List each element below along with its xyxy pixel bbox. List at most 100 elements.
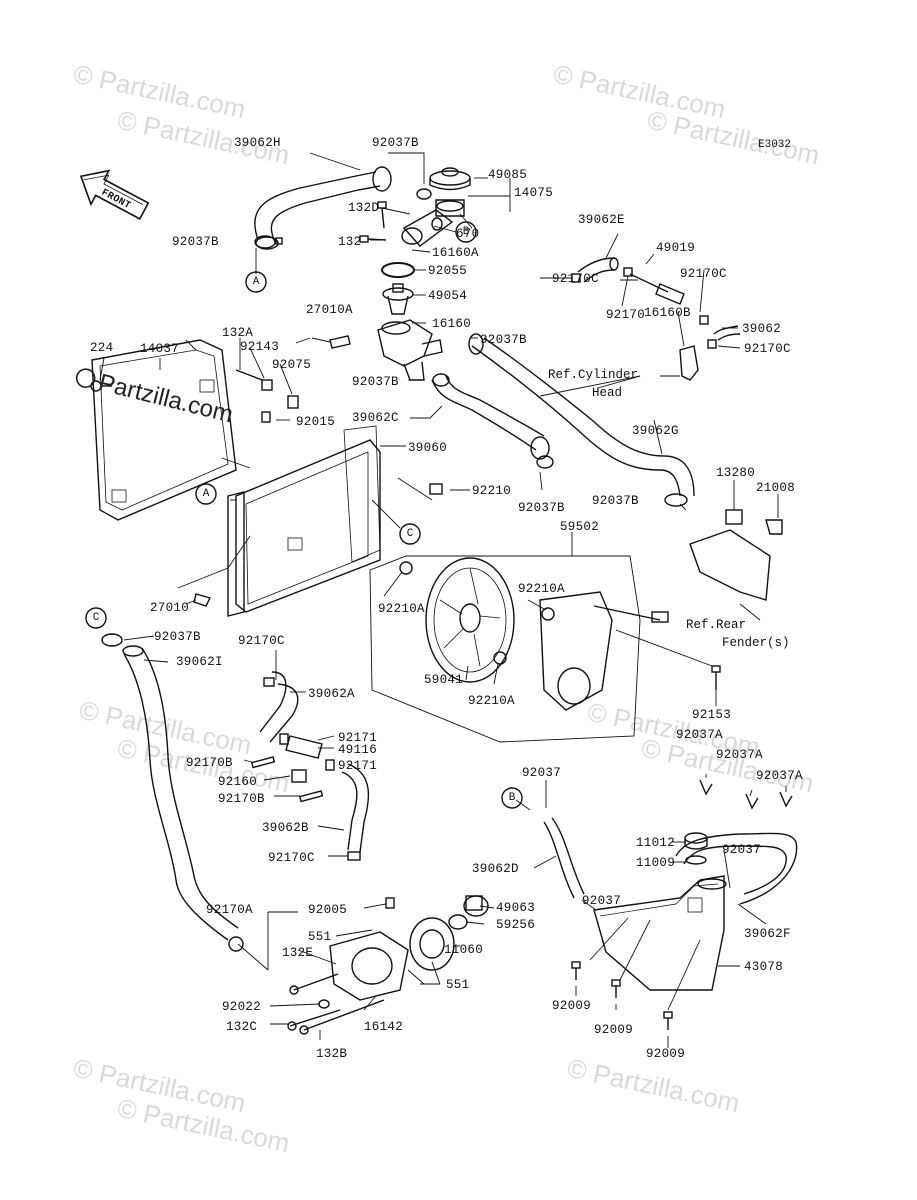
drain-bolt-92005 [385,897,395,909]
part-label: 39062F [744,927,791,941]
part-label: 92037B [480,333,527,347]
part-label: 49063 [496,901,535,915]
hose-39062A [259,671,299,743]
pipe-49116 [285,735,323,759]
part-label: 670 [456,227,479,241]
part-label: 11009 [636,856,675,870]
clamp-92170C-b [699,315,709,325]
part-label: 551 [308,930,331,944]
part-label: 132D [348,201,379,215]
part-label: 27010 [150,601,189,615]
part-label: 92009 [552,999,591,1013]
clamp-92171-a [279,733,289,745]
shroud-14037 [91,339,237,521]
clamp-92037B-c [101,633,123,647]
part-label: 92210 [472,484,511,498]
damper-92160 [291,769,307,783]
part-label: 39062G [632,424,679,438]
part-label: 551 [446,978,469,992]
washer-92022 [318,999,330,1009]
connector-b-lower: B [501,787,523,809]
part-label: 16142 [364,1020,403,1034]
part-label: 92210A [518,582,565,596]
hose-39062C [431,375,550,460]
part-label: 92037B [352,375,399,389]
part-label: 132C [226,1020,257,1034]
part-label: 16160 [432,317,471,331]
grommet-92210A-c [493,651,507,665]
seal-59256 [448,914,468,930]
tank-bolts-92009 [571,961,673,1030]
part-label: 92037 [722,843,761,857]
part-label: 92210A [378,602,425,616]
part-label: 39062H [234,136,281,150]
sensor-27010 [193,593,212,607]
part-label: 92037A [716,748,763,762]
part-label: 92160 [218,775,257,789]
clamp-92170C-c [707,339,717,349]
valve-49019 [629,273,685,305]
part-label: 39062E [578,213,625,227]
part-label: 14037 [140,342,179,356]
svg-text:C: C [407,528,414,540]
impeller-49063 [463,895,489,917]
radiator-cap-49085 [429,167,471,191]
connector-a-left: A [195,483,217,505]
part-label: 21008 [756,481,795,495]
hose-39062D [543,817,585,899]
hose-39062F [675,832,798,905]
thermostat-housing-16160 [377,319,443,381]
part-label: 92009 [594,1023,633,1037]
water-pump-16142 [329,931,409,1001]
grommet-92210A-b [541,607,555,621]
clamp-92037B-upper [255,236,283,250]
part-label: 59502 [560,520,599,534]
thermostat-49054 [382,283,414,315]
radiator-39060 [227,425,381,617]
svg-text:A: A [203,488,210,500]
o-ring-92055 [381,262,415,278]
part-label: 92037 [522,766,561,780]
main-watermark: Partzilla.com [75,368,236,428]
part-label: 92015 [296,415,335,429]
pump-cover-11060 [409,917,455,971]
part-label: 92037B [154,630,201,644]
front-arrow-icon: FRONT [79,169,150,220]
hose-39062I [122,645,239,941]
part-label: 92143 [240,340,279,354]
washer-92143-92075 [261,379,299,409]
clip-92170B-a [250,756,276,769]
fitting-16160B [679,345,699,381]
hose-39062G [468,333,695,497]
ref-cylinder-head-line2: Head [592,386,622,400]
clamp-92037B-top [416,188,432,200]
part-label: 92037B [172,235,219,249]
part-label: 92153 [692,708,731,722]
part-label: 39062B [262,821,309,835]
part-label: 132E [282,946,313,960]
part-label: 132 [338,235,361,249]
part-label: 92075 [272,358,311,372]
part-label: 92171 [338,759,377,773]
part-label: 92170C [680,267,727,281]
bolt-132B [299,999,385,1035]
watermark-text: © Partzilla.com [645,105,823,171]
part-label: 92170A [206,903,253,917]
fan-motor [539,591,669,711]
part-label: 13280 [716,466,755,480]
connector-c-left: C [85,607,107,629]
part-label: 92170C [744,342,791,356]
part-label: 16160B [644,306,691,320]
sensor-27010A [311,335,351,349]
clamp-92037B-lower [536,455,554,469]
part-label: 59041 [424,673,463,687]
clamp-92170C-d [263,677,275,687]
part-label: 11060 [444,943,483,957]
part-label: 132A [222,326,253,340]
part-label: 92055 [428,264,467,278]
connector-c-right: C [399,523,421,545]
part-label: 49116 [338,743,377,757]
reservoir-tank-43078 [593,875,727,991]
svg-text:B: B [509,792,516,804]
